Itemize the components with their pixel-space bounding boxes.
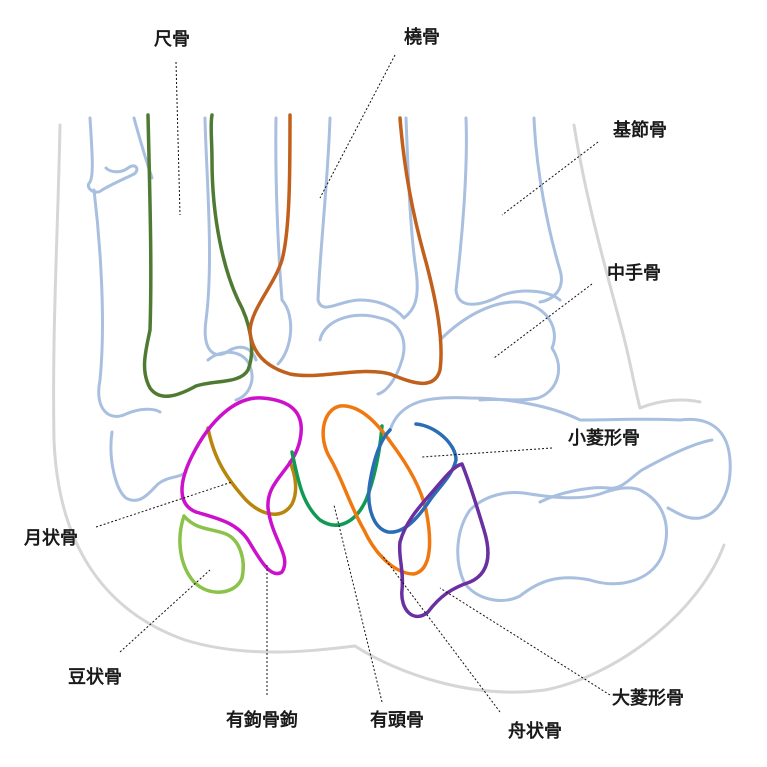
scaphoid-outline bbox=[397, 462, 490, 619]
capitate-green-outline bbox=[290, 424, 384, 527]
ulna-outline bbox=[142, 113, 254, 398]
pisiform-label: 豆状骨 bbox=[68, 667, 122, 688]
radius-outline bbox=[248, 113, 443, 386]
skin-outline bbox=[52, 123, 726, 694]
hamate-outline bbox=[180, 396, 303, 576]
ulna-label: 尺骨 bbox=[154, 29, 190, 50]
capitate-outline bbox=[321, 404, 432, 576]
radius-label: 橈骨 bbox=[404, 27, 440, 48]
capitate-label: 有頭骨 bbox=[370, 710, 424, 731]
lunate-label: 月状骨 bbox=[24, 528, 78, 549]
metacarpal-label: 中手骨 bbox=[607, 263, 661, 284]
hamate-hook-label: 有鉤骨鉤 bbox=[226, 710, 298, 731]
proximal-phalanx-label: 基節骨 bbox=[613, 120, 667, 141]
trapezoid-outline bbox=[367, 422, 458, 534]
scaphoid-label: 舟状骨 bbox=[508, 721, 562, 742]
trapezoid-label: 小菱形骨 bbox=[568, 428, 640, 449]
leader-lines bbox=[95, 54, 611, 713]
pisiform-outline bbox=[178, 514, 245, 594]
lunate-outline bbox=[206, 426, 298, 516]
trapezium-label: 大菱形骨 bbox=[612, 688, 684, 709]
carpal-bones bbox=[142, 113, 490, 619]
